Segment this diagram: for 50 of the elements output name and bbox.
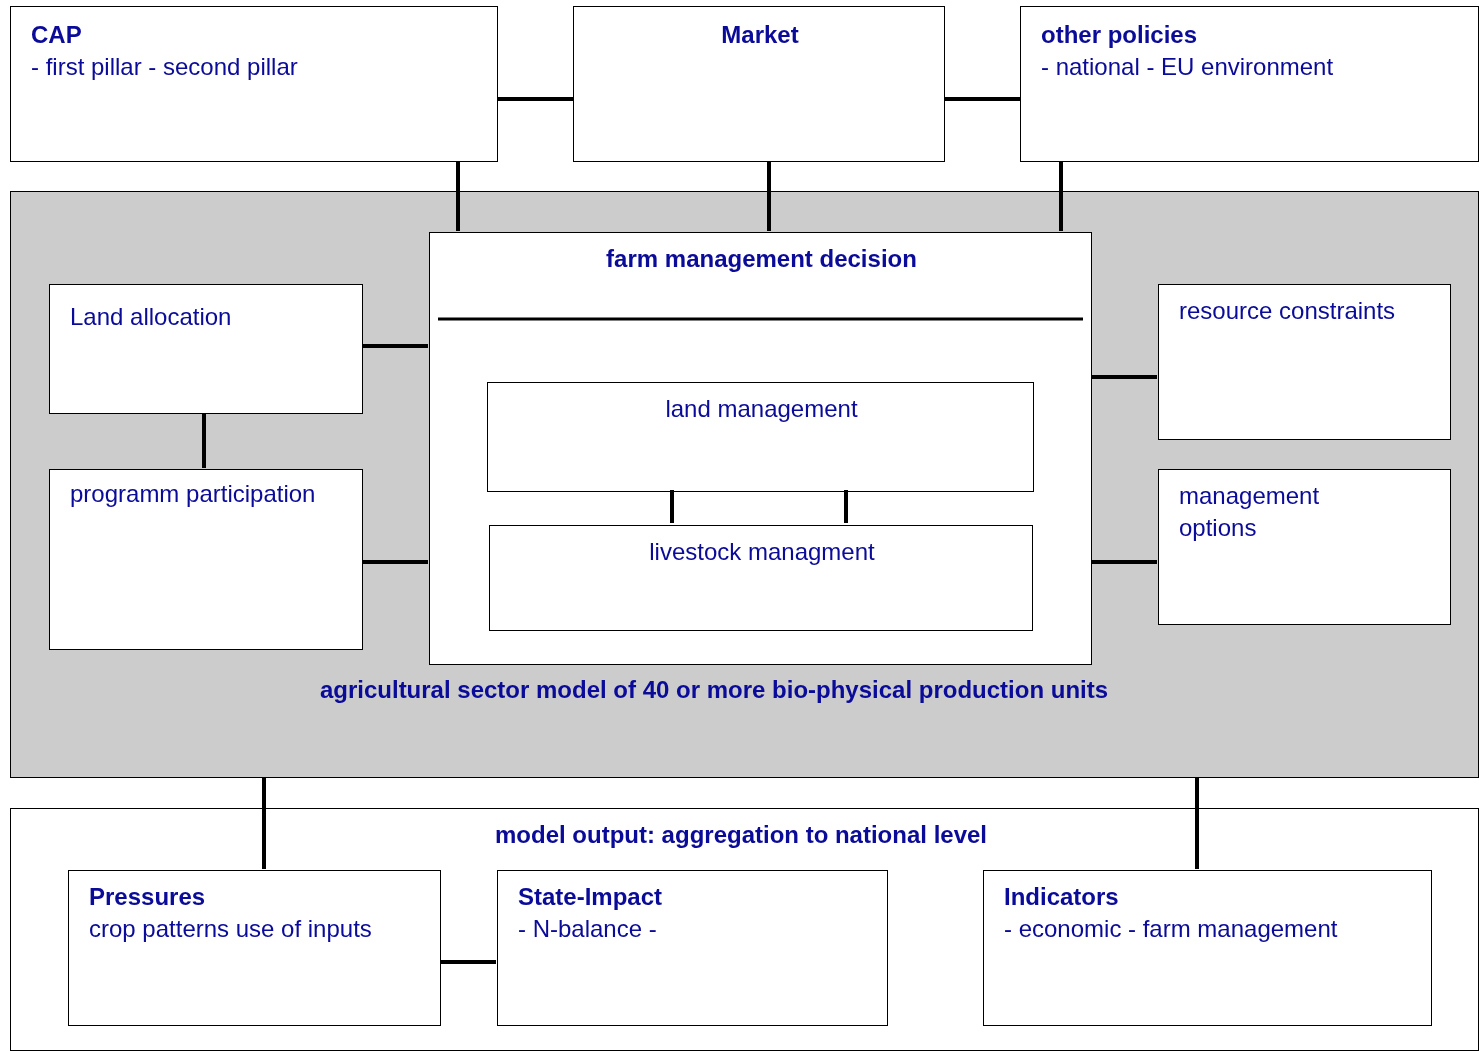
- group-box: [429, 232, 1092, 665]
- connector-line: [945, 97, 1020, 101]
- connector-line: [362, 560, 428, 564]
- box-heading: Market: [721, 20, 799, 50]
- box-text: crop patterns use of inputs: [89, 914, 372, 944]
- connector-line: [362, 344, 428, 348]
- box-heading: State-Impact: [518, 882, 663, 912]
- box-text: livestock managment: [649, 537, 875, 567]
- box-heading: Indicators: [1004, 882, 1119, 912]
- box-heading: farm management decision: [606, 244, 917, 274]
- box-text: resource constraints: [1179, 296, 1396, 326]
- connector-line: [1195, 778, 1199, 869]
- connector-line: [440, 960, 496, 964]
- box-heading: Pressures: [89, 882, 206, 912]
- process-box: [1158, 469, 1451, 625]
- process-box: [1020, 6, 1479, 162]
- box-heading: agricultural sector model of 40 or more bio-physical production units: [319, 675, 1109, 705]
- connector-line: [844, 490, 848, 523]
- box-text: programm participation: [70, 479, 316, 509]
- connector-line: [767, 162, 771, 231]
- connector-line: [262, 778, 266, 869]
- model-panel: [10, 191, 1479, 778]
- box-text: land management: [665, 394, 858, 424]
- process-box: [49, 284, 363, 414]
- box-text: management options: [1179, 481, 1321, 543]
- box-text: - N-balance -: [518, 914, 657, 944]
- box-text: - national - EU environment: [1041, 52, 1334, 82]
- process-box: [573, 6, 945, 162]
- connector-line: [670, 490, 674, 523]
- box-text: - first pillar - second pillar: [31, 52, 298, 82]
- connector-line: [498, 97, 573, 101]
- box-heading: model output: aggregation to national level: [495, 820, 987, 850]
- connector-line: [202, 413, 206, 468]
- connector-line: [1059, 162, 1063, 231]
- box-text: Land allocation: [70, 302, 232, 332]
- group-box: [10, 808, 1479, 1051]
- connector-line: [1091, 560, 1157, 564]
- process-box: [489, 525, 1033, 631]
- connector-line: [456, 162, 460, 231]
- process-box: [487, 382, 1034, 492]
- process-box: [68, 870, 441, 1026]
- process-box: [983, 870, 1432, 1026]
- box-heading: CAP: [31, 20, 82, 50]
- connector-line: [1091, 375, 1157, 379]
- box-heading: other policies: [1041, 20, 1198, 50]
- process-box: [10, 6, 498, 162]
- process-box: [1158, 284, 1451, 440]
- process-box: [49, 469, 363, 650]
- process-box: [497, 870, 888, 1026]
- box-text: - economic - farm management: [1004, 914, 1338, 944]
